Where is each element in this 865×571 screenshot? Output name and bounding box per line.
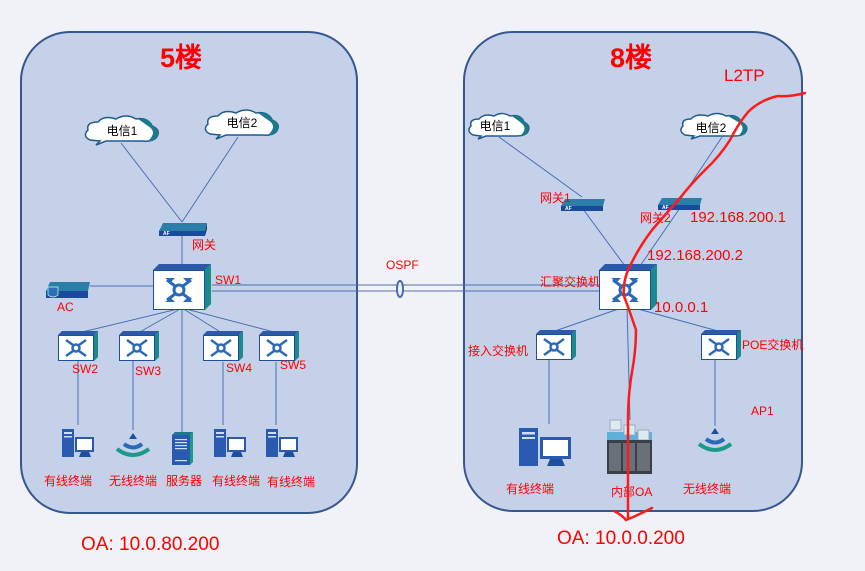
cloud-label: 电信2 [226, 116, 258, 130]
cloud-5f-telecom2: 电信2 [202, 108, 282, 145]
cloud-icon [680, 112, 748, 140]
cloud-8f-telecom1: 电信1 [466, 112, 532, 145]
endpoint-8f-label-3: 无线终端 [683, 482, 732, 496]
gateway1-label: 网关1 [540, 191, 571, 205]
access-switch-label: 接入交换机 [468, 344, 529, 358]
desktop-pc-icon [62, 429, 94, 457]
access-switch [536, 330, 576, 365]
oa-address-5f: OA: 10.0.80.200 [81, 534, 220, 555]
sw4-label: SW4 [226, 361, 253, 375]
floor8-title: 8楼 [609, 43, 653, 73]
endpoint-5f-label-2: 无线终端 [109, 474, 158, 488]
wireless-icon [115, 433, 151, 457]
gateway2-label: 网关2 [640, 211, 671, 225]
switch-sw2 [58, 331, 98, 366]
server-icon [172, 432, 193, 465]
cloud-label: 电信1 [106, 124, 138, 138]
ac-device-icon [46, 282, 90, 298]
switch-sw4 [203, 331, 243, 366]
switch-icon [153, 264, 211, 310]
switch-icon [536, 330, 576, 360]
gateway-5f-label: 网关 [192, 238, 217, 252]
ac-label: AC [57, 300, 74, 314]
svg-text:AF: AF [565, 206, 572, 212]
wifi-5f [113, 431, 153, 464]
gateway-5f: AF [157, 221, 209, 242]
endpoint-5f-label-4: 有线终端 [212, 474, 261, 488]
desktop-pc-icon [266, 429, 298, 457]
cloud-icon [468, 112, 530, 140]
desktop-pc-icon [214, 429, 246, 457]
oa-address-8f: OA: 10.0.0.200 [557, 528, 685, 549]
cloud-icon [84, 115, 159, 146]
cloud-label: 电信1 [479, 119, 511, 133]
sw2-label: SW2 [72, 362, 99, 376]
cloud-icon [204, 109, 279, 140]
sw5-label: SW5 [280, 358, 307, 372]
ip-gateway2: 192.168.200.1 [690, 209, 786, 226]
poe-switch-label: POE交换机 [742, 338, 804, 352]
pc-5f-3 [265, 428, 299, 465]
server-5f [170, 432, 194, 471]
aggregation-switch-label: 汇聚交换机 [540, 275, 601, 289]
switch-icon [701, 330, 741, 360]
sw3-label: SW3 [135, 364, 162, 378]
svg-text:AF: AF [163, 231, 170, 237]
svg-text:AF: AF [662, 205, 669, 211]
pc-8f [518, 426, 572, 473]
ip-core-uplink: 192.168.200.2 [647, 247, 743, 264]
ap1-wireless [695, 426, 735, 459]
firewall-icon: AF [658, 198, 702, 211]
pc-5f-2 [213, 428, 247, 465]
sw1-label: SW1 [215, 273, 242, 287]
firewall-icon: AF [561, 199, 605, 212]
wireless-icon [697, 428, 733, 452]
poe-switch [701, 330, 741, 365]
gateway1-8f: AF [559, 197, 607, 217]
endpoint-5f-label-1: 有线终端 [44, 474, 93, 488]
endpoint-5f-label-5: 有线终端 [267, 475, 316, 489]
core-switch-sw1 [153, 264, 211, 315]
endpoint-5f-label-3: 服务器 [166, 474, 203, 488]
switch-icon [203, 331, 243, 361]
internal-oa-server [606, 418, 654, 481]
firewall-icon: AF [159, 223, 207, 237]
switch-icon [119, 331, 159, 361]
endpoint-8f-label-1: 有线终端 [506, 482, 555, 496]
l2tp-arrowhead [612, 506, 654, 522]
ospf-label: OSPF [386, 258, 419, 272]
cloud-label: 电信2 [695, 121, 727, 135]
l2tp-path-line [622, 91, 807, 520]
cloud-5f-telecom1: 电信1 [82, 114, 162, 151]
gateway2-8f: AF [656, 196, 704, 216]
floor5-title: 5楼 [159, 43, 203, 73]
cloud-8f-telecom2: 电信2 [678, 112, 750, 145]
ap1-label: AP1 [751, 404, 774, 418]
switch-icon [259, 331, 299, 361]
desktop-pc-icon [519, 428, 571, 466]
switch-sw3 [119, 331, 159, 366]
switch-sw5 [259, 331, 299, 366]
ip-core-lan: 10.0.0.1 [654, 299, 709, 316]
endpoint-8f-label-2: 内部OA [611, 485, 653, 499]
ac-controller [44, 279, 92, 304]
server-rack-icon [607, 419, 652, 474]
l2tp-label: L2TP [724, 66, 765, 85]
switch-icon [58, 331, 98, 361]
pc-5f-1 [61, 428, 95, 465]
